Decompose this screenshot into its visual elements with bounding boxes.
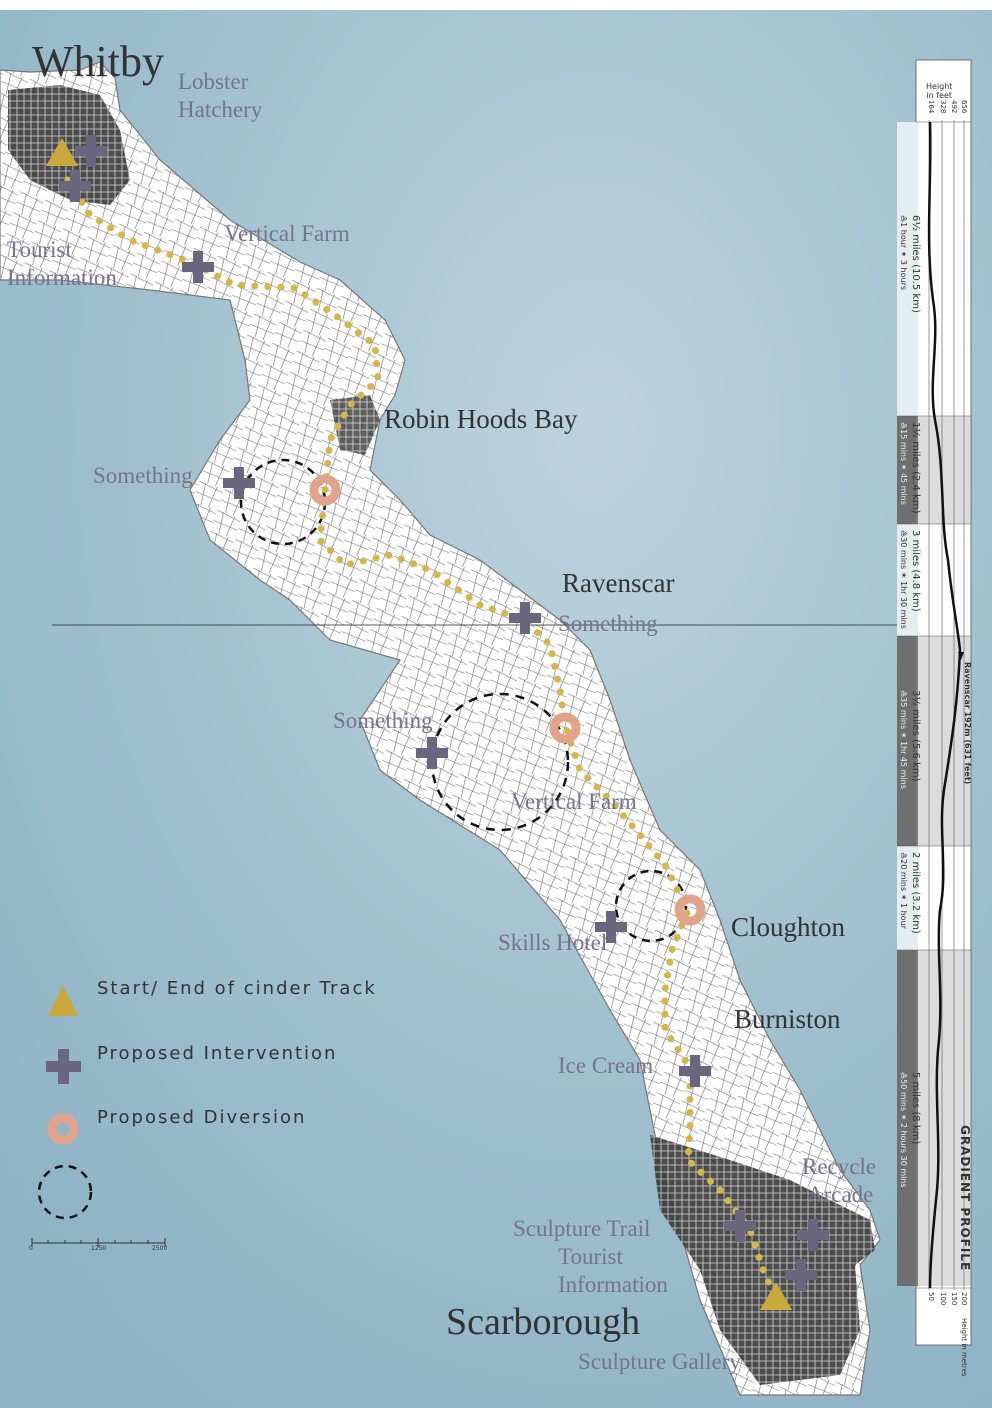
scale-tick-2: 2500 [152, 1245, 168, 1252]
segment-bar-5 [897, 846, 918, 950]
bottom-axis-tick-50: 50 [927, 1292, 935, 1301]
scale-tick-0: 0 [29, 1245, 33, 1252]
legend-start-end-label: Start/ End of cinder Track [97, 978, 377, 999]
town-label-whitby: Whitby [32, 37, 164, 86]
segment-1-distance: 6½ miles (10.5 km) [910, 215, 921, 313]
segment-5-distance: 2 miles (3.2 km) [910, 852, 921, 934]
cross-tourist-info-south [785, 1259, 817, 1291]
label-sculpture-gallery: Sculpture Gallery [578, 1349, 741, 1374]
segment-bar-3 [897, 524, 918, 636]
cross-something-2 [416, 737, 448, 769]
label-ice-cream: Ice Cream [558, 1053, 654, 1078]
town-label-ravenscar: Ravenscar [562, 568, 675, 598]
peak-label: Ravenscar 192m (631 feet) [963, 662, 972, 785]
scale-bar [31, 1238, 166, 1247]
label-skills-hotel: Skills Hotel [498, 930, 608, 955]
diversion-ring-3 [674, 894, 706, 926]
top-axis-tick-492: 492 [950, 100, 958, 114]
top-axis-tick-328: 328 [939, 100, 947, 114]
cinder-track-route [64, 176, 779, 1299]
elevation-profile-line [927, 121, 962, 1289]
town-label-burniston: Burniston [734, 1004, 841, 1034]
top-axis-tick-164: 164 [927, 100, 935, 114]
segment-5-times: ♶20 mins ✶ 1 hour [899, 852, 908, 929]
town-label-scarborough: Scarborough [446, 1301, 641, 1343]
segment-bar-4 [897, 636, 918, 846]
label-vertical-farm-south: Vertical Farm [511, 789, 637, 814]
top-axis-tick-656: 656 [960, 100, 968, 114]
label-vertical-farm-north: Vertical Farm [224, 221, 350, 246]
cross-lobster-hatchery [75, 135, 107, 167]
bottom-axis-tick-200: 200 [960, 1292, 968, 1306]
label-sculpture-trail: Sculpture Trail [513, 1216, 651, 1241]
segment-4-times: ♶35 mins ✶ 1hr 45 mins [899, 690, 908, 789]
segment-bar-6 [897, 950, 918, 1286]
intervention-crosses [59, 135, 829, 1291]
cross-recycle-arcade [797, 1219, 829, 1251]
cross-vertical-farm-north [182, 251, 214, 283]
bottom-axis-tick-150: 150 [950, 1292, 958, 1306]
bottom-axis-title: Height in metres [960, 1318, 968, 1377]
segment-3-distance: 3 miles (4.8 km) [910, 530, 921, 612]
cross-tourist-info-north [59, 170, 91, 202]
legend-ring-icon [47, 1113, 79, 1145]
segment-bar-2 [897, 416, 918, 524]
whitby-urban [8, 85, 130, 205]
bottom-axis-tick-100: 100 [939, 1292, 947, 1306]
start-triangle-whitby [46, 138, 78, 166]
segment-2-distance: 1½ miles (2.4 km) [910, 422, 921, 514]
segment-bar-1 [897, 122, 918, 416]
segment-1-times: ♶1 hour ✶ 3 hours [899, 215, 908, 291]
label-something-3: Something [333, 708, 433, 733]
cross-sculpture-trail [724, 1210, 756, 1242]
cross-ravenscar [509, 602, 541, 634]
robin-hoods-bay-urban [330, 395, 380, 455]
segment-6-distance: 5 miles (8 km) [910, 1072, 921, 1145]
study-circle-3 [614, 869, 688, 943]
cross-ice-cream [679, 1055, 711, 1087]
legend-cross-icon [46, 1049, 81, 1084]
legend-triangle-icon [48, 985, 78, 1016]
segment-6-times: ♶50 mins ✶ 2 hours 30 mins [899, 1072, 908, 1188]
legend-circle-icon [37, 1164, 93, 1220]
scarborough-urban [650, 1135, 875, 1385]
cross-something-1 [223, 467, 255, 499]
label-something-1: Something [93, 463, 193, 488]
segment-3-times: ♶30 mins ✶ 1hr 30 mins [899, 530, 908, 629]
segment-2-times: ♶15 mins ✶ 45 mins [899, 422, 908, 505]
label-something-2: Something [558, 611, 658, 636]
segment-4-distance: 3½ miles (5.6 km) [910, 690, 921, 782]
end-triangle-scarborough [760, 1282, 792, 1310]
town-label-cloughton: Cloughton [731, 912, 846, 942]
diversion-ring-1 [309, 474, 341, 506]
diversion-rings [309, 474, 706, 926]
gradient-profile-panel [897, 59, 972, 1346]
cross-skills-hotel [595, 911, 627, 943]
gradient-profile-title: GRADIENT PROFILE [958, 1125, 972, 1272]
diversion-ring-2 [549, 712, 581, 744]
legend-intervention-label: Proposed Intervention [97, 1043, 338, 1064]
legend-diversion-label: Proposed Diversion [97, 1107, 307, 1128]
town-label-robin-hoods-bay: Robin Hoods Bay [384, 404, 578, 434]
scale-tick-1: 1250 [91, 1245, 107, 1252]
